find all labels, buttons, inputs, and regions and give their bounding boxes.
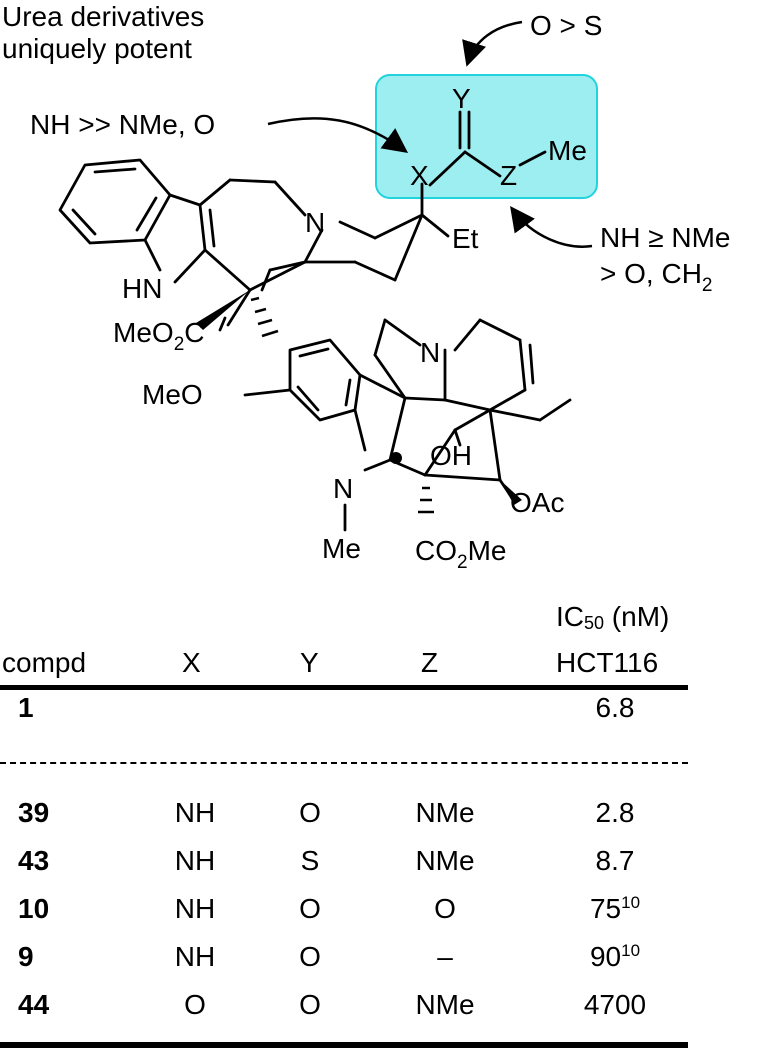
- cell-ic50: 4700: [560, 990, 670, 1020]
- cell-x: NH: [174, 941, 216, 972]
- wedge-bond-oac: [500, 480, 522, 505]
- cell-y: O: [299, 989, 321, 1020]
- cell-ic50: 7510: [560, 893, 670, 924]
- cell-ic50: 6.8: [560, 693, 670, 723]
- y-preference: O > S: [530, 10, 602, 41]
- arrow-y: [462, 20, 523, 67]
- cell-x: NH: [174, 845, 216, 876]
- ic50-value: 75: [589, 893, 622, 924]
- cell-compd: 1: [18, 692, 34, 723]
- header-ic50-line2: HCT116: [556, 647, 659, 678]
- atom-y: Y: [452, 83, 471, 114]
- ic50-value: 2.8: [595, 797, 635, 828]
- ic50-value: 4700: [583, 989, 647, 1020]
- cell-y: O: [299, 797, 321, 828]
- urea-note-line1: Urea derivatives: [2, 1, 204, 32]
- atom-oac: OAc: [510, 487, 564, 518]
- ic50-value: 6.8: [595, 692, 635, 723]
- x-preference: NH >> NMe, O: [30, 109, 215, 140]
- ic50-value: 8.7: [595, 845, 635, 876]
- atom-me-n: Me: [322, 533, 361, 564]
- header-ic50-line1: IC50 (nM): [556, 601, 670, 634]
- cell-x: NH: [174, 797, 216, 828]
- cell-y: O: [299, 893, 321, 924]
- atom-oh: OH: [430, 440, 472, 471]
- cell-x: O: [184, 989, 206, 1020]
- atom-x: X: [410, 160, 429, 191]
- atom-meo2c: MeO2C: [113, 317, 205, 355]
- dashed-divider: [0, 762, 688, 764]
- atom-me-top: Me: [548, 135, 587, 166]
- cell-compd: 9: [18, 941, 34, 972]
- bond-lines: [58, 110, 572, 532]
- atom-z: Z: [500, 160, 517, 191]
- arrow-z: [510, 205, 593, 248]
- cell-compd: 39: [18, 797, 50, 828]
- atom-hn: HN: [122, 273, 162, 304]
- atom-meo: MeO: [142, 379, 203, 410]
- ic50-value: 90: [589, 941, 622, 972]
- cell-ic50: 8.7: [560, 846, 670, 876]
- hashed-bond: [250, 296, 434, 514]
- cell-ic50: 9010: [560, 941, 670, 972]
- structure-diagram: Urea derivatives uniquely potent O > S N…: [2, 1, 730, 573]
- cell-z: –: [437, 941, 453, 972]
- atom-et: Et: [452, 223, 479, 254]
- bottom-rule: [0, 1042, 688, 1048]
- cell-y: O: [299, 941, 321, 972]
- cell-ic50: 2.8: [560, 798, 670, 828]
- z-preference-line1: NH ≥ NMe: [600, 222, 730, 253]
- z-preference-line2: > O, CH2: [600, 258, 713, 296]
- header-y: Y: [300, 647, 319, 678]
- cell-z: NMe: [415, 797, 475, 828]
- arrow-x: [267, 117, 409, 153]
- atom-n1: N: [305, 207, 325, 238]
- stereo-dot: [390, 452, 402, 464]
- cell-compd: 10: [18, 893, 50, 924]
- header-compd: compd: [2, 647, 87, 678]
- header-rule: [0, 685, 688, 690]
- cell-x: NH: [174, 893, 216, 924]
- urea-highlight-box: [375, 74, 598, 199]
- cell-z: NMe: [415, 989, 475, 1020]
- ic50-reference: 10: [621, 941, 641, 960]
- atom-n3: N: [333, 473, 353, 504]
- urea-note-line2: uniquely potent: [2, 33, 192, 64]
- header-x: X: [182, 647, 201, 678]
- wedge-bond: [196, 290, 250, 330]
- cell-z: O: [434, 893, 456, 924]
- cell-compd: 44: [18, 989, 50, 1020]
- cell-compd: 43: [18, 845, 50, 876]
- header-z: Z: [421, 647, 439, 678]
- ic50-reference: 10: [621, 893, 641, 912]
- atom-co2me: CO2Me: [415, 535, 506, 573]
- atom-n2: N: [420, 337, 440, 368]
- cell-y: S: [300, 845, 320, 876]
- cell-z: NMe: [415, 845, 475, 876]
